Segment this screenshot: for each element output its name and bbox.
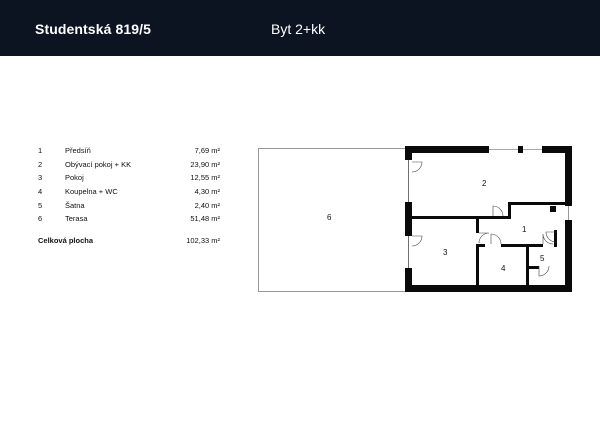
room-number: 1 (38, 146, 43, 155)
flat-type-title: Byt 2+kk (271, 21, 326, 37)
total-area-label: Celková plocha (38, 236, 94, 245)
room-row: 1 Předsíň 7,69 m² (38, 144, 228, 158)
room-name: Terasa (65, 214, 88, 224)
room-list: 1 Předsíň 7,69 m² 2 Obývací pokoj + KK 2… (38, 144, 228, 226)
room-name: Předsíň (65, 146, 91, 155)
room-name: Šatna (65, 200, 85, 210)
address-title: Studentská 819/5 (35, 21, 151, 37)
room-row: 6 Terasa 51,48 m² (38, 212, 228, 226)
room-number: 5 (38, 200, 43, 210)
room-area: 7,69 m² (194, 146, 220, 155)
interior-walls (412, 202, 565, 288)
room-name: Obývací pokoj + KK (65, 159, 132, 169)
room-number: 2 (38, 159, 43, 169)
room-number: 3 (38, 173, 43, 183)
room-name: Koupelna + WC (65, 187, 118, 197)
plan-label-bathroom: 4 (501, 264, 506, 273)
room-area: 12,55 m² (190, 173, 220, 183)
total-area-row: Celková plocha 102,33 m² (38, 234, 228, 248)
floor-plan: 6 2 1 3 4 5 (258, 146, 572, 292)
plan-label-wardrobe: 5 (540, 254, 545, 263)
plan-label-terrace: 6 (327, 213, 332, 222)
room-row: 5 Šatna 2,40 m² (38, 199, 228, 213)
room-area: 23,90 m² (190, 159, 220, 169)
room-area: 4,30 m² (194, 187, 220, 197)
room-area: 51,48 m² (190, 214, 220, 224)
terrace-outline (258, 148, 409, 292)
room-number: 4 (38, 187, 43, 197)
total-area-value: 102,33 m² (186, 236, 220, 245)
windows (408, 149, 569, 268)
door-swings (411, 161, 557, 277)
header-bar: Studentská 819/5 Byt 2+kk (0, 0, 600, 56)
room-row: 2 Obývací pokoj + KK 23,90 m² (38, 158, 228, 172)
room-area: 2,40 m² (194, 200, 220, 210)
plan-label-hall: 1 (522, 225, 527, 234)
plan-label-living: 2 (482, 179, 487, 188)
room-row: 3 Pokoj 12,55 m² (38, 171, 228, 185)
plan-label-bedroom: 3 (443, 248, 448, 257)
room-number: 6 (38, 214, 43, 224)
room-name: Pokoj (65, 173, 84, 183)
outer-walls (405, 146, 572, 292)
room-row: 4 Koupelna + WC 4,30 m² (38, 185, 228, 199)
